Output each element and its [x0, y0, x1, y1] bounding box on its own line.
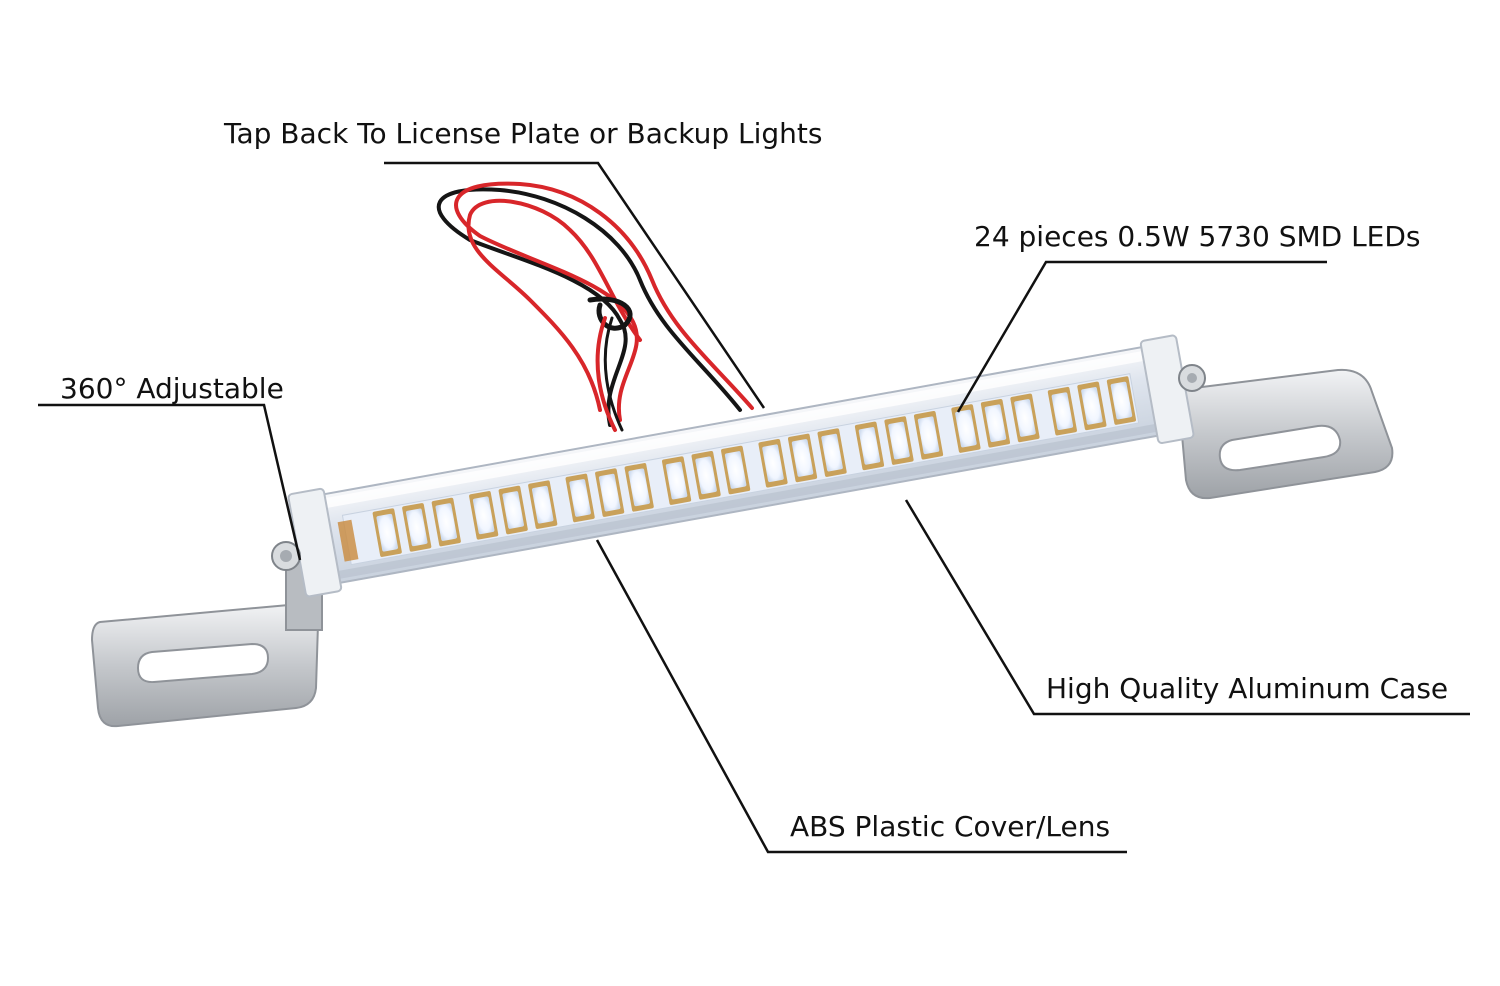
led-lens	[888, 421, 910, 460]
left-mounting-bracket	[90, 559, 323, 728]
right-adjust-screw	[1178, 364, 1206, 392]
leader-cover	[595, 539, 1127, 854]
leader-adjustable	[38, 403, 302, 561]
led-lens	[598, 473, 621, 512]
led-lens	[435, 503, 458, 541]
wire-red	[454, 181, 754, 422]
wire-harness	[436, 181, 754, 432]
callout-leds: 24 pieces 0.5W 5730 SMD LEDs	[974, 220, 1421, 253]
abs-cover-highlight	[319, 350, 1148, 510]
led-lens	[858, 427, 881, 465]
left-bracket-slot	[136, 642, 270, 684]
led-lens	[1081, 387, 1103, 425]
led-lens	[628, 468, 650, 507]
led-lens	[472, 496, 495, 535]
leader-tap-back	[384, 161, 766, 409]
led-lens	[791, 439, 814, 477]
led-lens	[955, 409, 977, 448]
led-lens	[406, 508, 428, 547]
led-lens	[1014, 399, 1036, 437]
led-lens	[1051, 392, 1074, 430]
callout-adjustable: 360° Adjustable	[60, 372, 284, 405]
led-lens	[695, 456, 717, 495]
led-lens	[821, 433, 843, 472]
led-lens	[762, 444, 784, 483]
led-lens	[376, 513, 398, 552]
led-lens	[984, 404, 1007, 443]
wire-black	[587, 296, 633, 331]
wire-red	[595, 316, 617, 432]
led-lens	[724, 451, 747, 489]
wire-black	[436, 187, 742, 427]
wire-red	[466, 198, 642, 412]
callout-tap-back: Tap Back To License Plate or Backup Ligh…	[223, 117, 823, 150]
wire-black	[603, 316, 624, 432]
led-lens	[665, 461, 688, 500]
led-lens	[569, 479, 591, 517]
right-bracket-slot	[1218, 424, 1342, 472]
led-lens	[502, 491, 524, 529]
leader-leds	[956, 260, 1327, 413]
led-lens	[917, 416, 940, 455]
callout-aluminum: High Quality Aluminum Case	[1046, 672, 1448, 705]
led-lens	[1110, 381, 1133, 420]
light-bar	[287, 334, 1195, 598]
led-lens	[531, 485, 554, 524]
right-mounting-bracket	[1176, 368, 1394, 500]
callout-cover: ABS Plastic Cover/Lens	[790, 810, 1110, 843]
leader-lines	[38, 161, 1470, 854]
led-array	[372, 376, 1137, 557]
leader-aluminum	[904, 499, 1470, 716]
